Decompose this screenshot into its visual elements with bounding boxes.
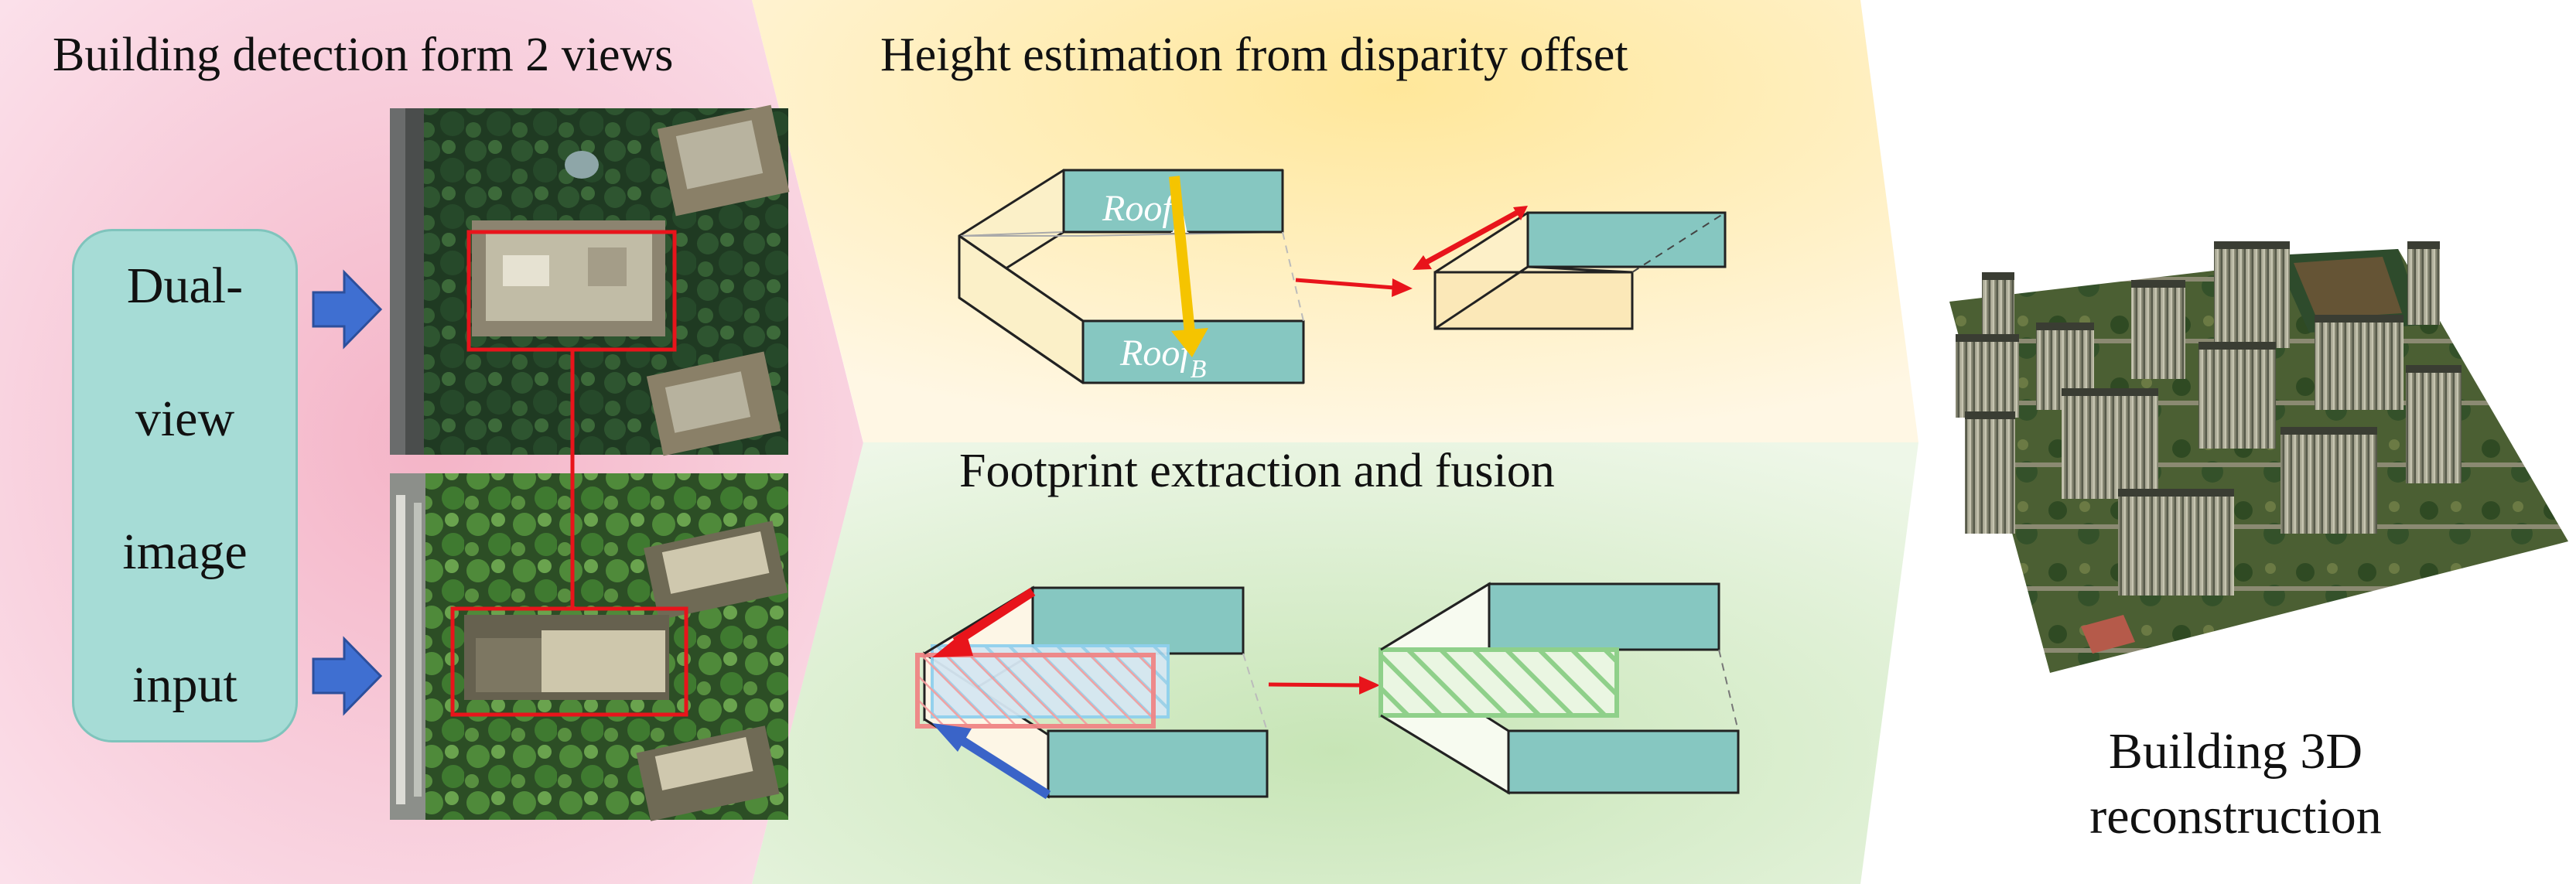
reconstruction-label-line2: reconstruction [2089, 788, 2382, 845]
input-arrow-top [312, 269, 383, 350]
yellow-offset-arrow [1169, 176, 1195, 333]
footprint-hatch-red [915, 653, 1156, 729]
footprint-diagram-left [915, 585, 1269, 800]
input-label-line: image [122, 524, 248, 580]
input-label-line: input [132, 657, 237, 713]
satellite-view-top [390, 104, 790, 456]
reconstruction-3d-render [1949, 241, 2568, 673]
height-section-title: Height estimation from disparity offset [880, 29, 1628, 81]
input-label-line: view [135, 391, 235, 447]
reconstruction-label-line1: Building 3D [2108, 723, 2363, 780]
yellow-arrow-head [1171, 328, 1208, 357]
satellite-view-bottom [390, 473, 788, 821]
height-diagram-right [1413, 206, 1727, 330]
footprint-step-arrow [1268, 682, 1361, 688]
fused-footprint-hatch [1379, 647, 1619, 718]
dual-view-input-box: Dual- view image input [72, 229, 298, 742]
detection-section-title: Building detection form 2 views [53, 29, 674, 81]
input-label-line: Dual- [126, 258, 244, 314]
height-step-arrow-head [1392, 278, 1413, 297]
input-arrow-bottom [312, 636, 383, 716]
reconstruction-label: Building 3D reconstruction [2004, 719, 2468, 849]
footprint-section-title: Footprint extraction and fusion [959, 445, 1555, 497]
footprint-diagram-right [1379, 582, 1740, 795]
dual-view-input-label: Dual- view image input [122, 186, 247, 785]
footprint-step-arrow-head [1359, 676, 1380, 695]
height-step-arrow [1295, 278, 1395, 290]
